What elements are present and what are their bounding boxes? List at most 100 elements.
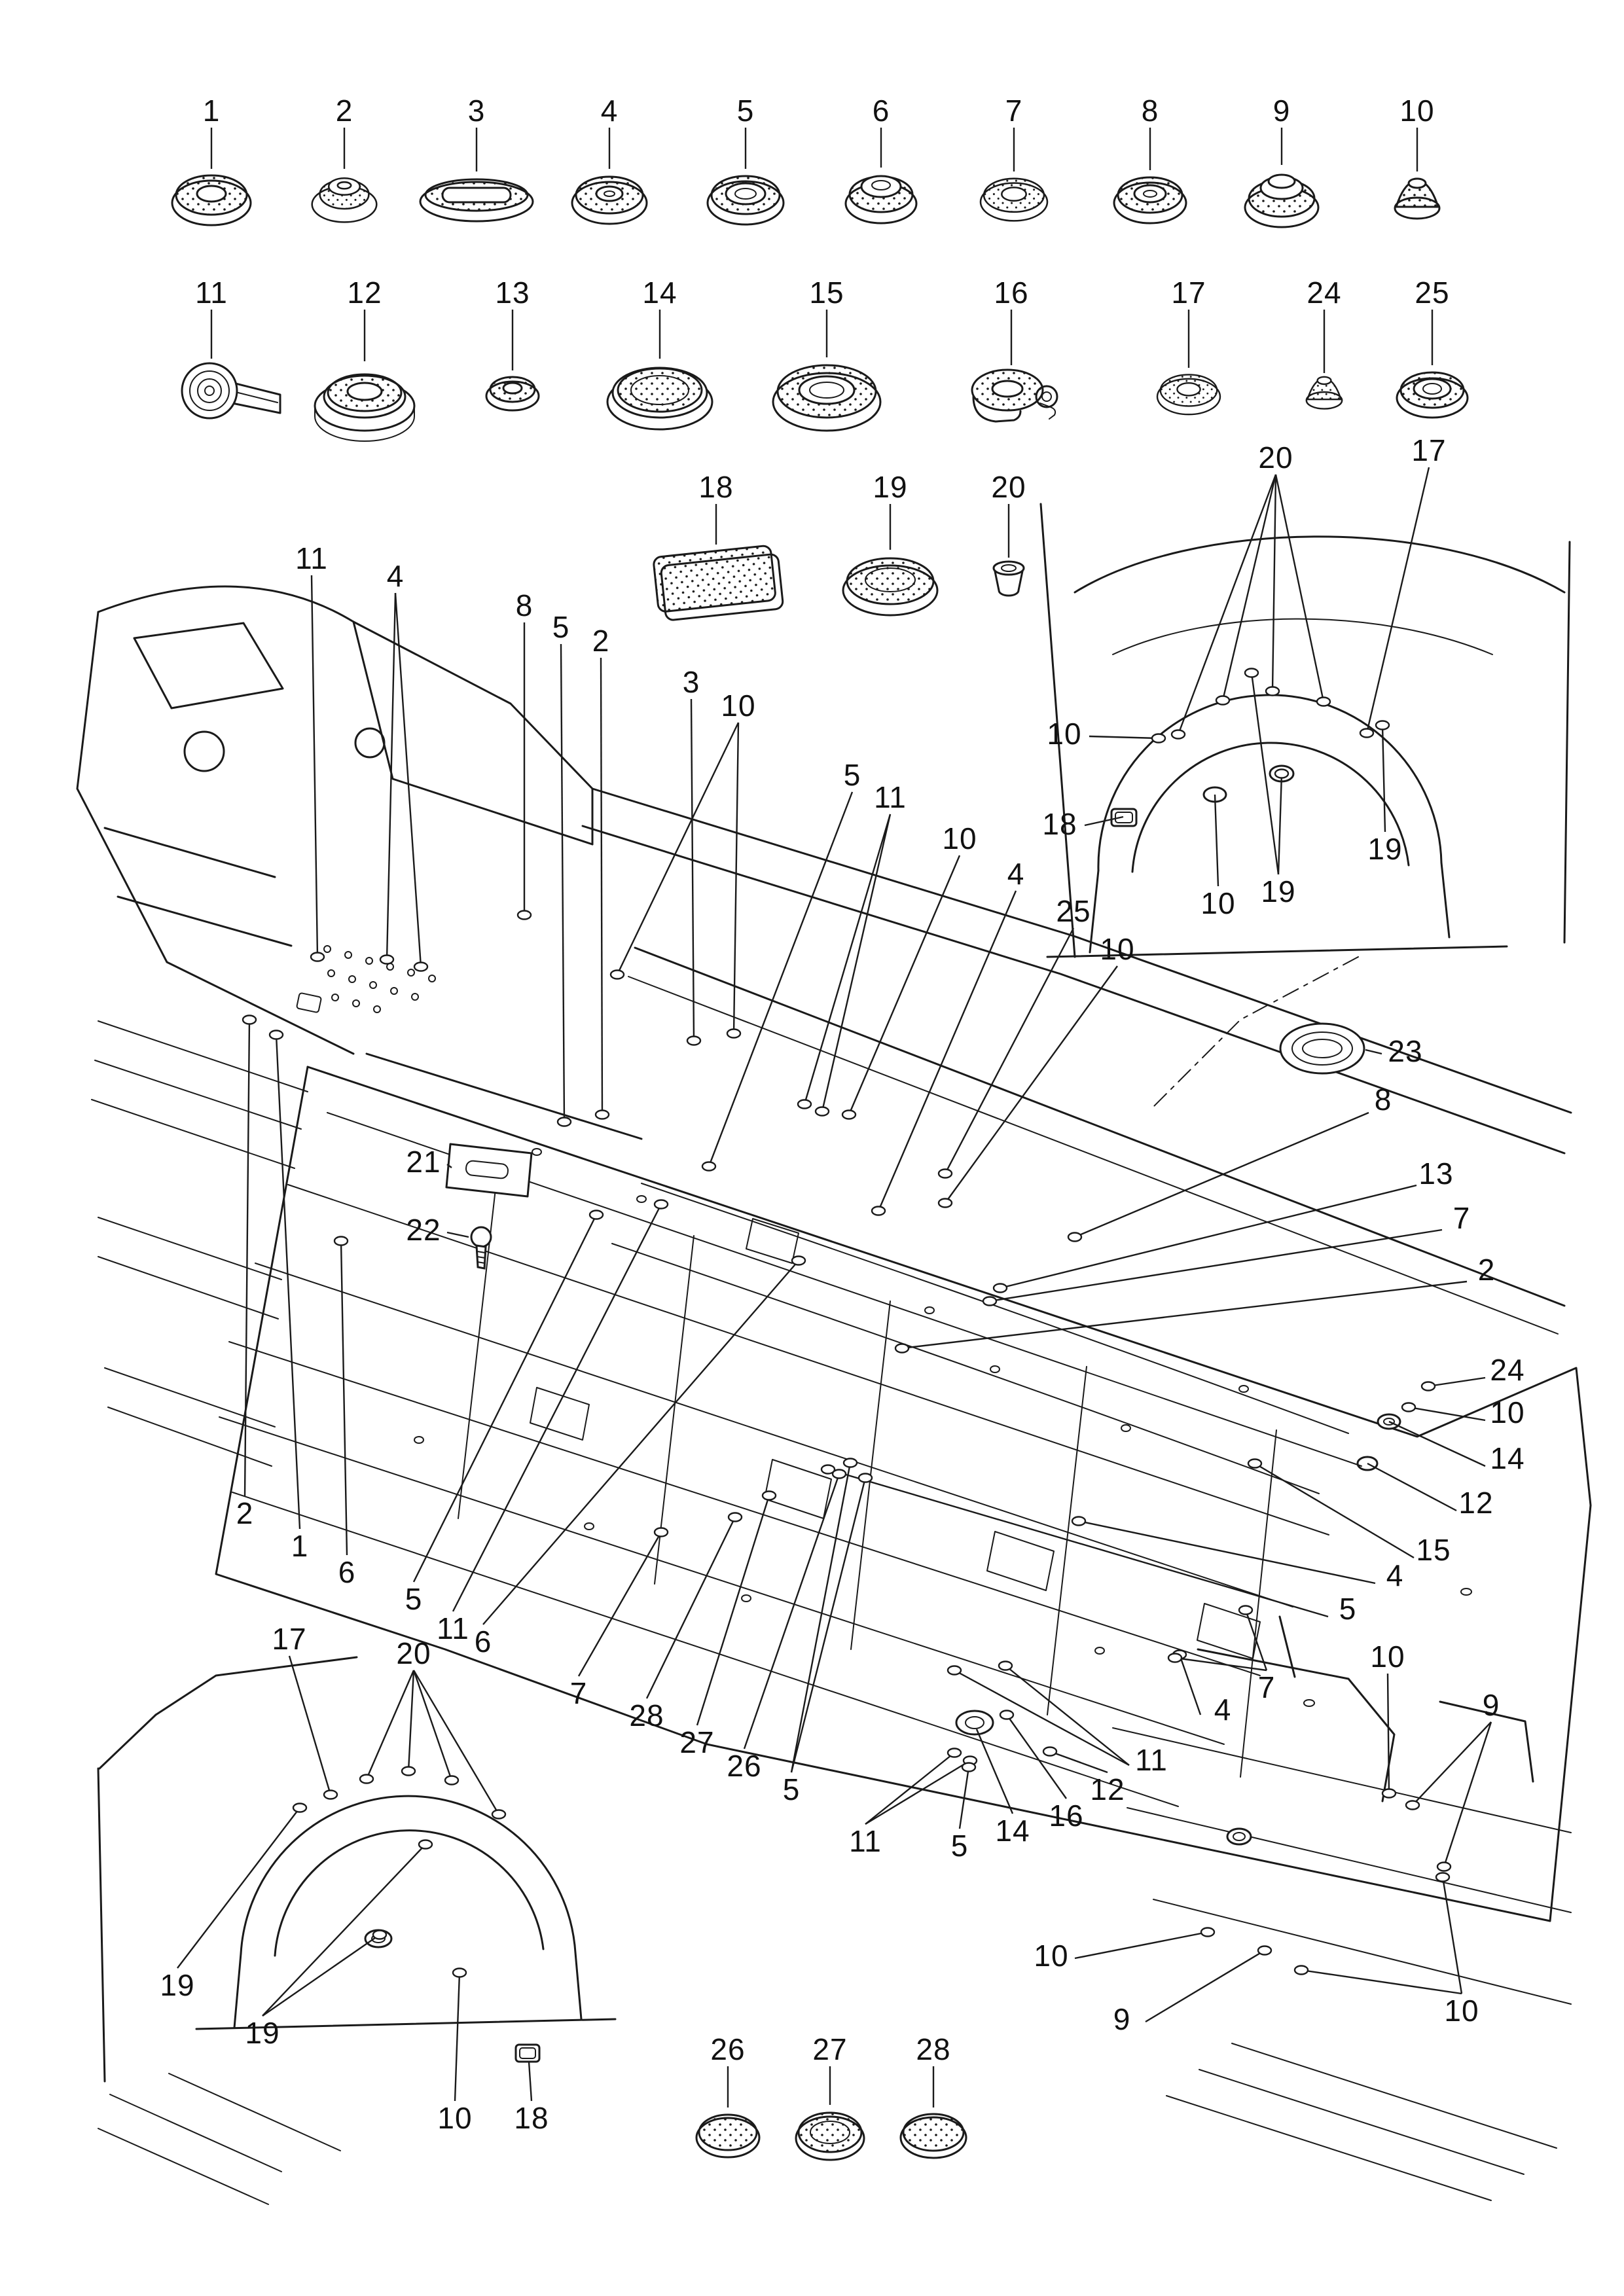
hole-mark [491,1809,507,1820]
part-icon-28 [899,2113,967,2159]
hole-mark [831,1469,847,1479]
part-icon-16 [971,368,1058,423]
leader-line-7 [989,1229,1443,1302]
hole-mark [653,1527,669,1537]
part-icon-8 [1113,176,1187,224]
part-icon-25 [1396,371,1469,419]
leader-line-19 [262,1934,380,2017]
leader-line-12 [1049,1750,1108,1774]
hole-mark [797,1099,812,1109]
leader-line-2 [901,1280,1468,1350]
hole-mark [242,1014,257,1025]
detail-rear-wheel-arch-left [97,1656,617,2205]
part-icon-18 [653,545,784,621]
leader-line-20 [1274,474,1325,702]
leader-line-6 [340,1240,348,1556]
hole-mark [516,910,532,920]
hole-mark [857,1473,873,1483]
leader-line-5 [790,1477,867,1773]
hole-mark [1067,1232,1083,1242]
hole-mark [1247,1458,1263,1469]
leader-line-19 [177,1807,300,1969]
hole-mark [1435,1872,1451,1882]
part-icon-3 [419,178,534,223]
hole-mark [937,1198,953,1208]
leader-line-24 [1428,1376,1486,1388]
leader-line-19 [1277,773,1283,875]
hole-mark [372,1929,388,1940]
part-icon-17 [1156,374,1221,416]
hole-mark [961,1762,977,1772]
leader-line-10 [945,965,1118,1204]
hole-mark [998,1660,1013,1671]
part-icon-15 [772,364,882,432]
hole-mark [1257,1945,1272,1956]
hole-mark [1359,728,1375,738]
leader-line-11 [865,1752,955,1825]
hole-mark [761,1490,777,1501]
leader-line-15 [1254,1462,1415,1559]
hole-mark [1071,1516,1087,1526]
leader-line-1 [275,1034,301,1530]
part-icon-7 [979,177,1049,222]
hole-mark [1436,1861,1452,1872]
cowl-hole-cluster [296,945,436,1013]
leader-line-20 [1177,474,1277,735]
floor-pan [215,1066,1592,1922]
leader-line-5 [790,1462,852,1773]
leader-line-11 [452,1204,662,1612]
leader-line-7 [1174,1657,1267,1672]
leader-line-2 [600,657,604,1115]
leader-line-10 [732,722,740,1034]
hole-mark [292,1803,308,1813]
leader-line-5 [827,1468,1329,1618]
hole-mark [686,1035,702,1046]
leader-line-14 [1388,1420,1486,1467]
leader-line-9 [1145,1949,1265,2023]
leader-line-10 [1441,1876,1463,1994]
part-icon-1 [171,174,252,226]
part-icon-11 [181,362,281,420]
leader-line-11 [310,575,319,958]
hole-mark [1238,1605,1254,1615]
part-icon-19 [842,557,939,617]
leader-line-18 [528,2061,533,2102]
hole-mark [791,1255,806,1266]
leader-line-25 [944,927,1075,1174]
part-icon-10 [1394,177,1441,220]
hole-mark [1167,1653,1183,1663]
leader-line-10 [454,1972,461,2102]
floor-pan-ribs [91,1020,1362,1807]
leader-line-5 [412,1214,598,1583]
hole-mark [814,1106,830,1117]
part-icon-13 [485,376,540,412]
part-icon-4 [571,175,648,225]
hole-mark [588,1210,604,1220]
part-22-screw [470,1226,492,1270]
leader-line-19 [1250,672,1280,875]
part-icon-9 [1244,173,1320,228]
leader-line-17 [288,1655,332,1795]
part-icon-20 [992,560,1025,597]
leader-line-4 [1178,1654,1202,1715]
hole-mark [841,1109,857,1120]
hole-mark [701,1161,717,1172]
leader-line-10 [1386,1673,1390,1794]
leader-line-11 [1005,1665,1130,1766]
hole-mark [1215,695,1231,706]
hole-mark [359,1774,374,1784]
leader-line-11 [803,814,892,1105]
part-icon-12 [314,373,416,442]
hole-mark [1244,668,1259,678]
hole-mark [418,1839,433,1850]
leader-line-10 [1214,794,1219,887]
leader-line-20 [1271,474,1277,692]
hole-mark [1200,1927,1216,1937]
hole-mark [1293,1965,1309,1975]
leader-line-19 [262,1844,426,2017]
leader-line-4 [386,592,397,960]
detail-rear-wheel-arch-right [1039,503,1571,958]
leader-line-7 [577,1532,662,1677]
